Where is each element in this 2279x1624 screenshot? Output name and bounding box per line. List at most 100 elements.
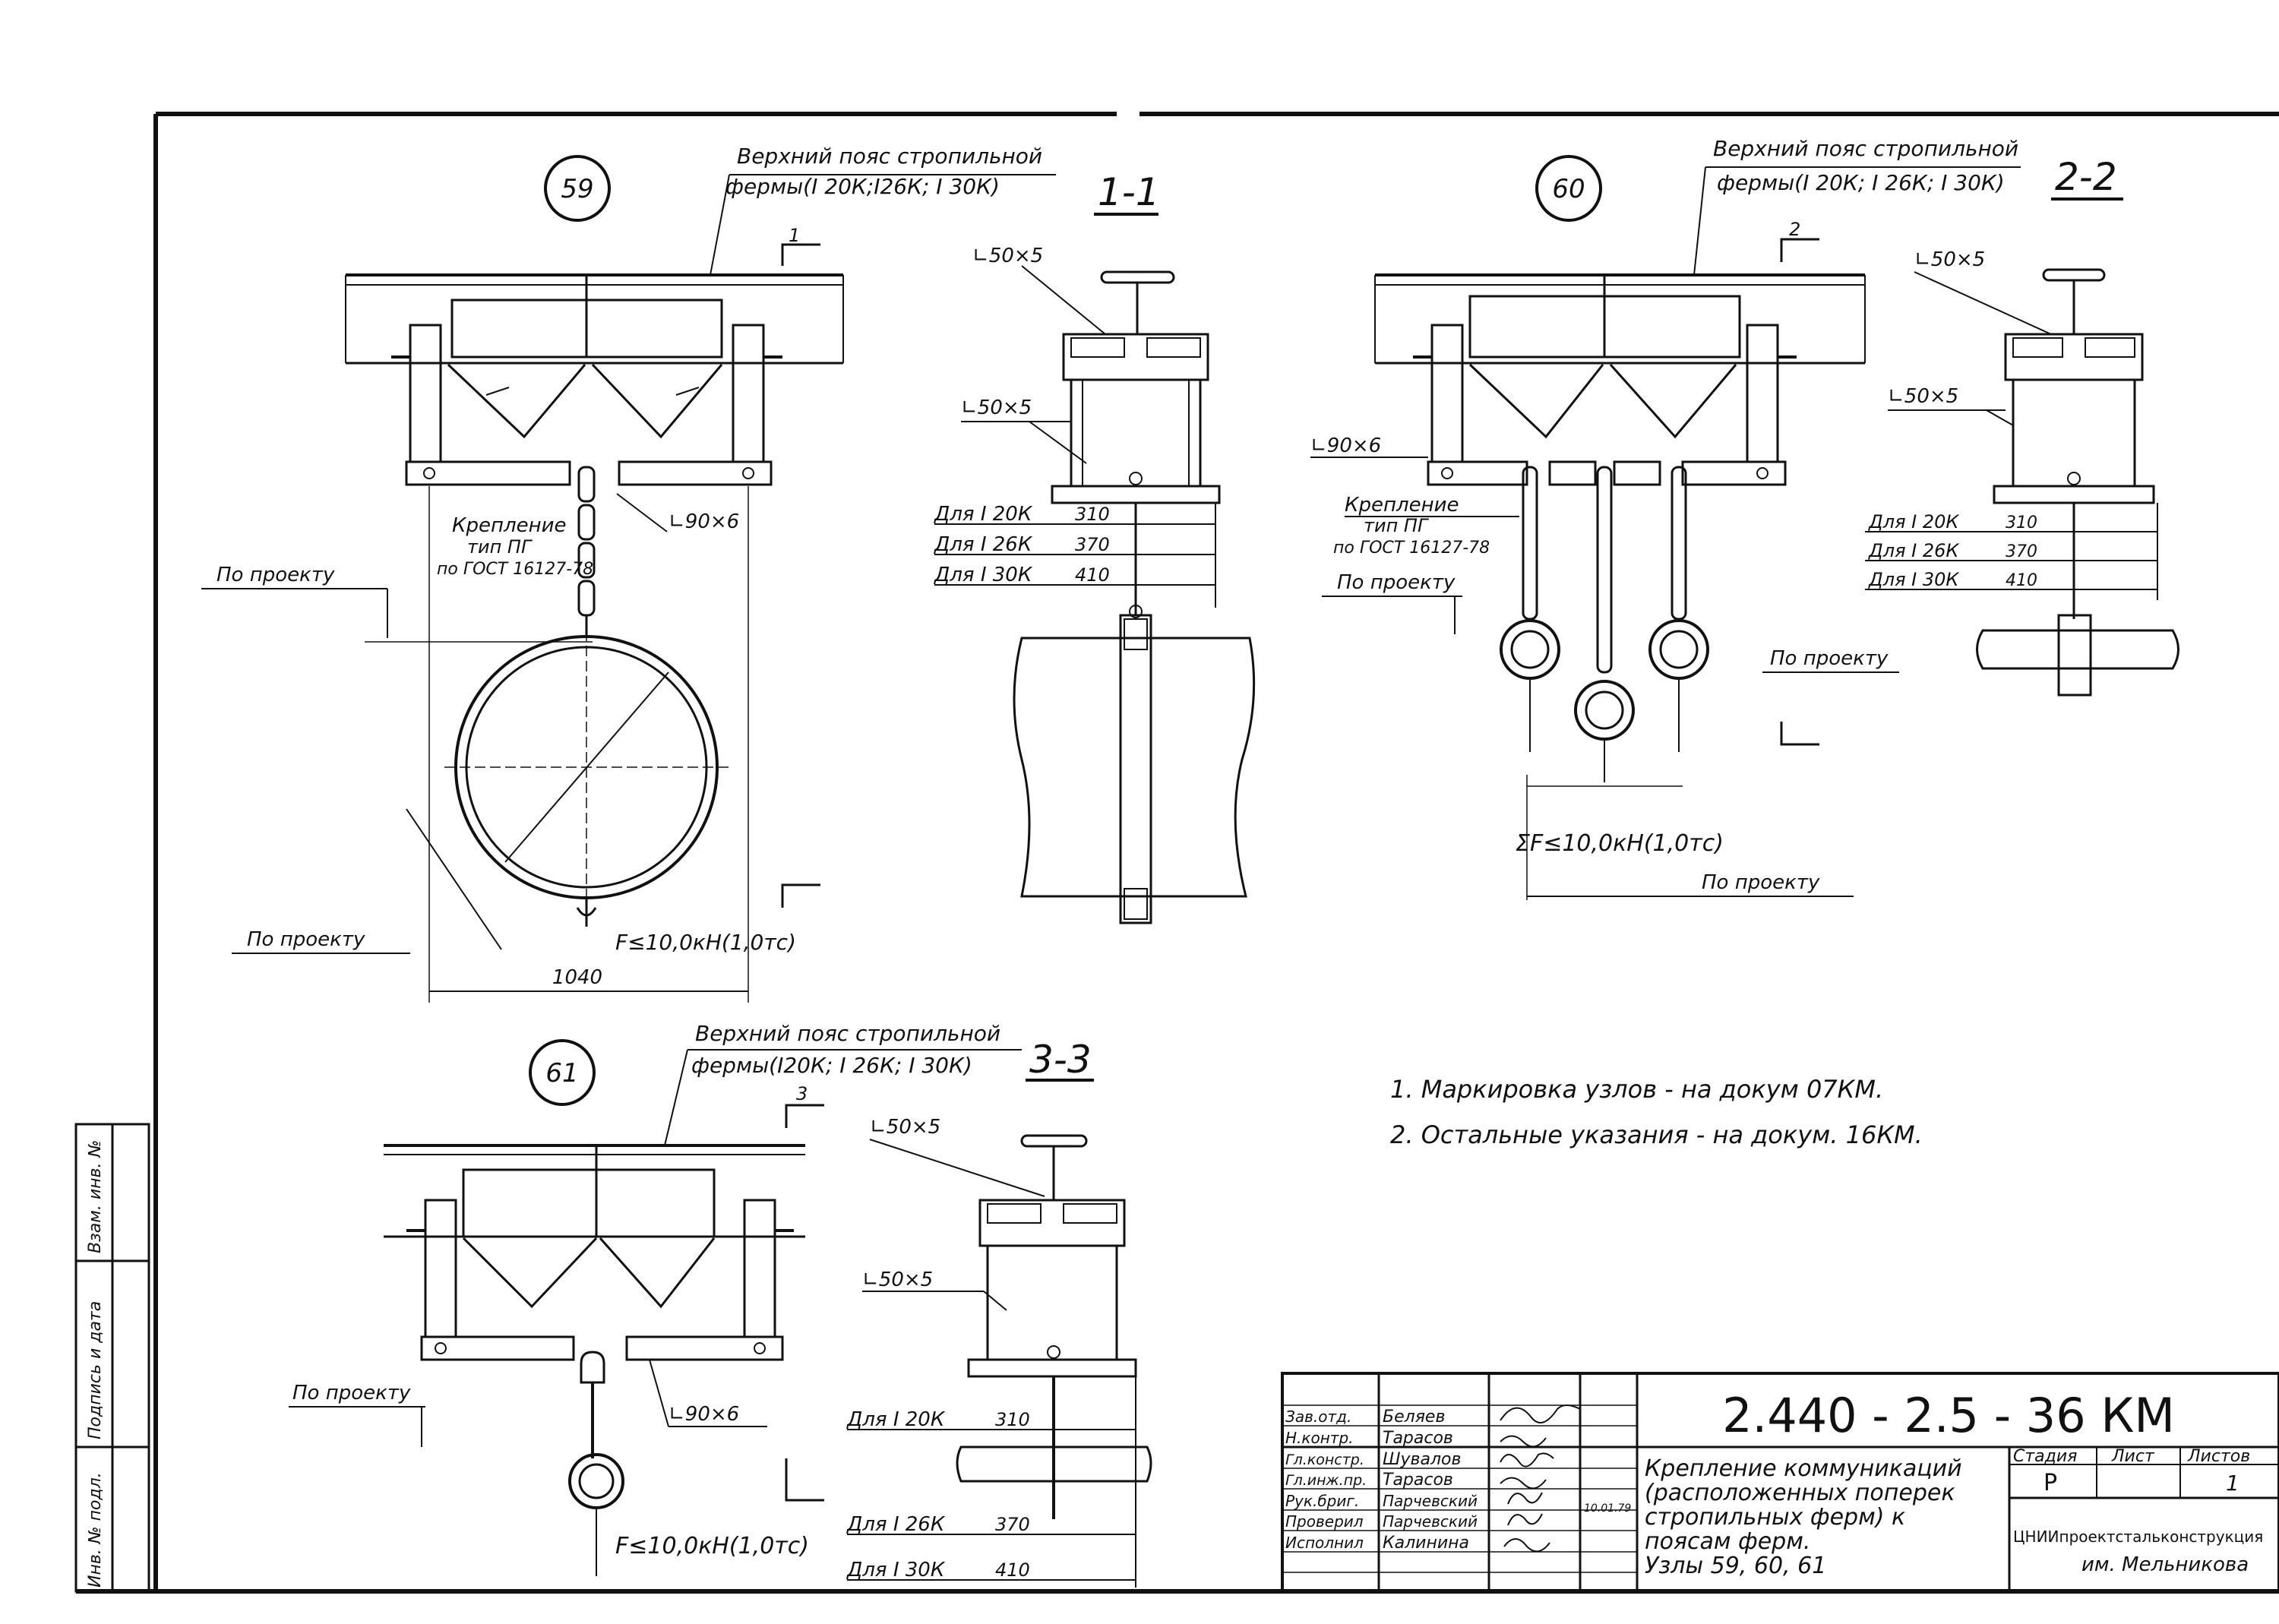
- section-1-1-view: 1-1 ∟50×5 ∟50×5 Для I 20К 310 Для I 26К …: [934, 170, 1256, 924]
- role-1: Зав.отд.: [1285, 1408, 1351, 1426]
- title-line-5: Узлы 59, 60, 61: [1645, 1553, 1826, 1579]
- stage-value: Р: [2044, 1470, 2057, 1496]
- sheet-header: Лист: [2111, 1447, 2155, 1466]
- node-61-load: F≤10,0кН(1,0тс): [615, 1533, 809, 1559]
- node-61-chord-label-2: фермы(I20К; I 26К; I 30К): [691, 1053, 972, 1078]
- node-59-marker: [544, 155, 611, 222]
- node-60-angle-label: ∟90×6: [1310, 434, 1381, 457]
- role-4: Гл.инж.пр.: [1285, 1472, 1367, 1489]
- section-3-3-title: 3-3: [1029, 1038, 1092, 1082]
- role-7: Исполнил: [1285, 1534, 1364, 1552]
- document-code: 2.440 - 2.5 - 36 КМ: [1722, 1388, 2175, 1443]
- section-2-2-row-1-value: 310: [2006, 513, 2037, 532]
- section-2-2-row-3-label: Для I 30К: [1868, 569, 1959, 590]
- name-5: Парчевский: [1383, 1492, 1478, 1510]
- section-3-3-row-3-value: 410: [995, 1559, 1030, 1581]
- role-2: Н.контр.: [1285, 1429, 1354, 1447]
- node-59-number: 59: [561, 174, 593, 204]
- handwritten-signatures: [1500, 1404, 1581, 1553]
- section-2-2-view: 2-2 ∟50×5 ∟50×5 Для I 20К 310 Для I 26К …: [1865, 155, 2179, 697]
- name-3: Шувалов: [1383, 1450, 1461, 1469]
- title-line-2: (расположенных поперек: [1645, 1480, 1955, 1506]
- sheets-header: Листов: [2187, 1447, 2250, 1466]
- node-60-fastening-2: тип ПГ: [1364, 515, 1429, 536]
- role-6: Проверил: [1285, 1512, 1364, 1531]
- organization-name: ЦНИИпроектстальконструкция: [2013, 1528, 2263, 1546]
- title-line-3: стропильных ферм) к: [1645, 1504, 1905, 1531]
- section-3-3-view: 3-3 ∟50×5 ∟50×5 Для I 20К 310 Для I 26К …: [846, 1038, 1152, 1588]
- sheets-value: 1: [2226, 1471, 2239, 1496]
- section-1-1-row-2-label: Для I 26К: [934, 533, 1033, 556]
- node-61-chord-label-1: Верхний пояс стропильной: [695, 1021, 1000, 1046]
- node-59-section-mark: 1: [789, 225, 800, 246]
- node-59-by-project-bottom: По проекту: [247, 928, 365, 951]
- title-line-1: Крепление коммуникаций: [1645, 1455, 1962, 1482]
- title-block: 2.440 - 2.5 - 36 КМ Крепление коммуникац…: [1281, 1372, 2279, 1593]
- node-61-view: 61 Верхний пояс стропильной фермы(I20К; …: [289, 1021, 1022, 1576]
- section-1-1-angle-top: ∟50×5: [972, 245, 1043, 267]
- node-60-fastening-1: Крепление: [1345, 494, 1459, 517]
- note-1: 1. Маркировка узлов - на докум 07КМ.: [1390, 1075, 1883, 1104]
- section-1-1-row-1-label: Для I 20К: [934, 503, 1033, 526]
- organization-subtitle: им. Мельникова: [2081, 1553, 2249, 1576]
- node-60-number: 60: [1552, 174, 1585, 204]
- section-2-2-angle-top: ∟50×5: [1914, 248, 1985, 271]
- section-1-1-row-3-value: 410: [1075, 564, 1110, 586]
- node-59-chord-label-2: фермы(I 20К;I26К; I 30К): [725, 174, 1000, 199]
- node-59-by-project-top: По проекту: [217, 564, 335, 586]
- section-3-3-row-2-value: 370: [995, 1514, 1030, 1535]
- section-1-1-title: 1-1: [1098, 170, 1160, 214]
- approval-date: 10.01.79: [1584, 1502, 1631, 1515]
- section-2-2-row-3-value: 410: [2006, 571, 2037, 590]
- section-1-1-pipe: [1013, 637, 1256, 898]
- signature-rows: Зав.отд. Беляев Н.контр. Тарасов Гл.конс…: [1282, 1404, 1637, 1573]
- sheet-frame: [76, 112, 2279, 1594]
- section-3-3-angle-mid: ∟50×5: [862, 1269, 933, 1291]
- node-59-fastening-3: по ГОСТ 16127-78: [437, 560, 593, 579]
- node-59-fastening-2: тип ПГ: [467, 536, 533, 558]
- name-1: Беляев: [1383, 1408, 1445, 1427]
- section-1-1-row-3-label: Для I 30К: [934, 564, 1033, 586]
- node-60-by-project-bottom: По проекту: [1702, 871, 1820, 894]
- name-7: Калинина: [1383, 1534, 1469, 1553]
- note-2: 2. Остальные указания - на докум. 16КМ.: [1390, 1120, 1923, 1149]
- node-60-hanger-center: [1574, 466, 1635, 782]
- node-59-width-dimension: 1040: [552, 966, 602, 989]
- section-3-3-row-2-label: Для I 26К: [846, 1513, 946, 1536]
- node-59-load: F≤10,0кН(1,0тс): [615, 930, 796, 955]
- node-60-marker: [1535, 155, 1602, 222]
- name-6: Парчевский: [1383, 1512, 1478, 1531]
- node-60-chord-label-1: Верхний пояс стропильной: [1713, 136, 2018, 161]
- node-61-marker: [529, 1039, 596, 1106]
- node-60-by-project-right: По проекту: [1770, 647, 1889, 670]
- section-1-1-row-2-value: 370: [1075, 534, 1110, 555]
- section-3-3-row-1-value: 310: [995, 1409, 1030, 1430]
- role-5: Рук.бриг.: [1285, 1492, 1359, 1510]
- stage-header: Стадия: [2013, 1447, 2077, 1466]
- section-3-3-pipe: [956, 1445, 1152, 1483]
- name-4: Тарасов: [1383, 1471, 1453, 1490]
- node-59-angle-label: ∟90×6: [669, 510, 739, 533]
- stamp-inv-label: Инв. № подл.: [86, 1472, 105, 1588]
- section-2-2-pipe: [1976, 629, 2179, 670]
- node-59-chord-label-1: Верхний пояс стропильной: [737, 144, 1042, 169]
- node-59-fastening-1: Крепление: [452, 514, 566, 537]
- section-1-1-row-1-value: 310: [1075, 504, 1110, 525]
- node-60-hanger-right: [1648, 466, 1709, 752]
- stamp-sign-label: Подпись и дата: [86, 1301, 105, 1439]
- title-line-4: поясам ферм.: [1645, 1528, 1810, 1555]
- node-59-view: 59 Верхний пояс стропильной фермы(I 20К;…: [201, 144, 1056, 1003]
- section-3-3-row-1-label: Для I 20К: [846, 1408, 946, 1431]
- node-61-section-mark: 3: [796, 1083, 808, 1104]
- node-60-hanger-left: [1500, 466, 1560, 752]
- node-60-load: ΣF≤10,0кН(1,0тс): [1516, 830, 1724, 857]
- node-61-angle-label: ∟90×6: [669, 1403, 739, 1426]
- node-61-by-project: По проекту: [292, 1382, 411, 1404]
- node-60-chord-label-2: фермы(I 20К; I 26К; I 30К): [1717, 170, 2005, 195]
- section-3-3-angle-top: ∟50×5: [870, 1116, 940, 1139]
- stamp-replace-label: Взам. инв. №: [86, 1140, 105, 1253]
- node-61-pipe: [568, 1453, 624, 1509]
- node-61-number: 61: [545, 1058, 578, 1088]
- side-stamp: Инв. № подл. Подпись и дата Взам. инв. №: [74, 1123, 150, 1593]
